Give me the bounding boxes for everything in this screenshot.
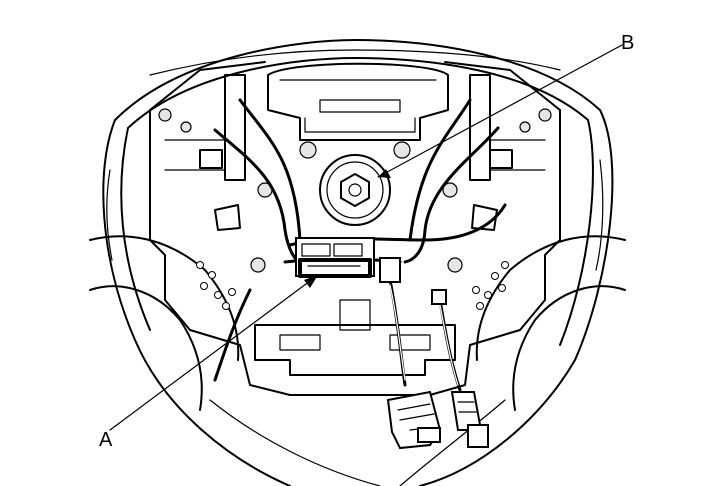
right-grip-dots xyxy=(472,261,509,310)
mounting-holes xyxy=(158,108,552,273)
leader-arrow-b xyxy=(378,169,391,178)
leader-line-b xyxy=(377,44,623,178)
callout-label-b: B xyxy=(621,32,635,54)
callout-leader-lines xyxy=(109,44,623,431)
leader-line-a xyxy=(109,274,319,431)
airbag-connector-a xyxy=(295,237,447,305)
dangling-connectors xyxy=(386,390,489,450)
steering-wheel-center-nut xyxy=(319,154,391,226)
lower-spokes xyxy=(89,235,626,486)
left-grip-dots xyxy=(196,261,236,310)
steering-wheel-rim xyxy=(102,39,614,486)
steering-hub-frame xyxy=(149,61,561,396)
leader-arrow-a xyxy=(304,275,318,288)
callout-label-a: A xyxy=(99,429,113,451)
